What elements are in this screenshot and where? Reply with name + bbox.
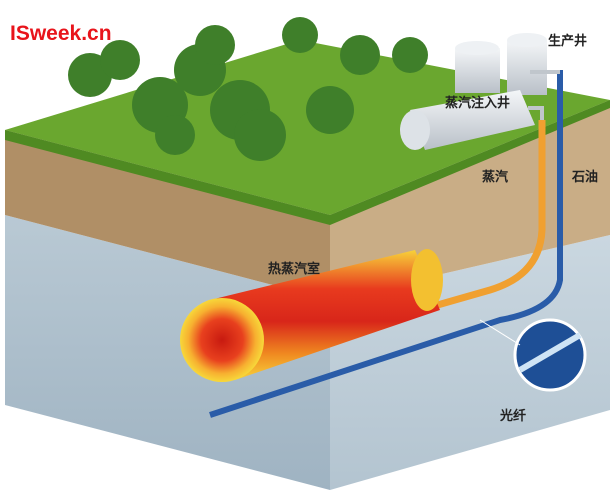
trees (68, 17, 428, 161)
label-steam: 蒸汽 (482, 170, 509, 185)
grass-edge (5, 100, 610, 225)
label-steam-injection-well: 蒸汽注入井 (445, 96, 511, 111)
label-steam-chamber: 热蒸汽室 (268, 262, 321, 277)
surface-facility (400, 33, 547, 150)
injection-wellhead-pipe (528, 106, 544, 120)
fiber-cable (518, 332, 582, 373)
steam-chamber (180, 249, 443, 382)
label-oil: 石油 (572, 170, 599, 185)
fiber-inset-pointer (479, 319, 521, 346)
soil-left-face (5, 130, 330, 300)
steam-injection-pipe (419, 120, 546, 314)
label-production-well: 生产井 (548, 34, 588, 49)
rock-left-face (5, 215, 330, 490)
logo: ISweek.cn (10, 22, 112, 45)
label-fiber-optic: 光纤 (500, 409, 527, 424)
production-pipe (209, 70, 563, 418)
